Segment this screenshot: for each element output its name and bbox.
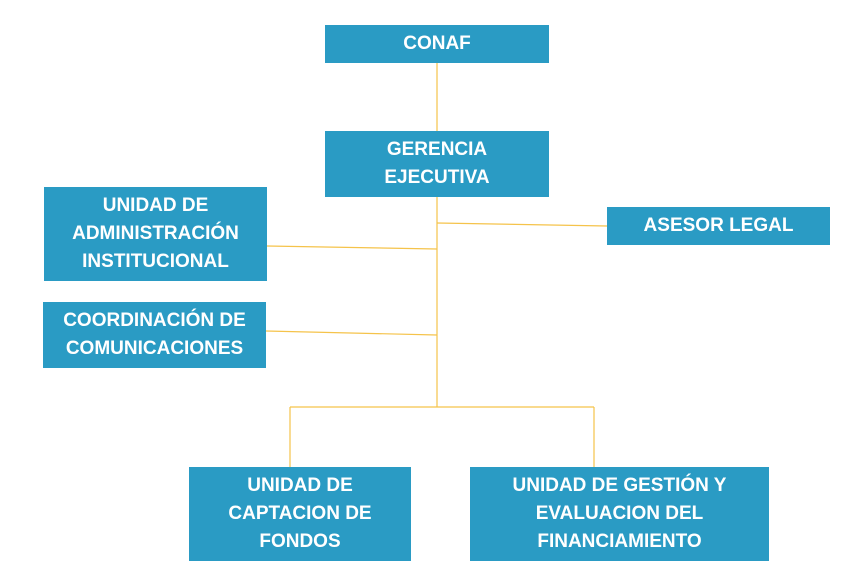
node-captacion-fondos: UNIDAD DE CAPTACION DE FONDOS (189, 467, 411, 561)
node-coordinacion-label: COORDINACIÓN DE COMUNICACIONES (63, 310, 246, 359)
node-asesor-legal: ASESOR LEGAL (607, 207, 830, 245)
node-administracion-institucional: UNIDAD DE ADMINISTRACIÓN INSTITUCIONAL (44, 187, 267, 281)
line-to-coordinacion (265, 330, 438, 336)
node-administracion-label: UNIDAD DE ADMINISTRACIÓN INSTITUCIONAL (72, 195, 239, 272)
line-to-asesor (436, 222, 608, 227)
node-gestion-financiamiento: UNIDAD DE GESTIÓN Y EVALUACION DEL FINAN… (470, 467, 769, 561)
node-captacion-label: UNIDAD DE CAPTACION DE FONDOS (228, 475, 372, 552)
node-gestion-label: UNIDAD DE GESTIÓN Y EVALUACION DEL FINAN… (512, 475, 727, 552)
line-to-administracion (266, 245, 438, 250)
node-asesor-label: ASESOR LEGAL (643, 215, 794, 236)
node-coordinacion-comunicaciones: COORDINACIÓN DE COMUNICACIONES (43, 302, 266, 368)
node-conaf: CONAF (325, 25, 549, 63)
node-conaf-label: CONAF (403, 33, 471, 54)
node-gerencia-ejecutiva: GERENCIA EJECUTIVA (325, 131, 549, 197)
node-gerencia-label: GERENCIA EJECUTIVA (384, 139, 490, 188)
